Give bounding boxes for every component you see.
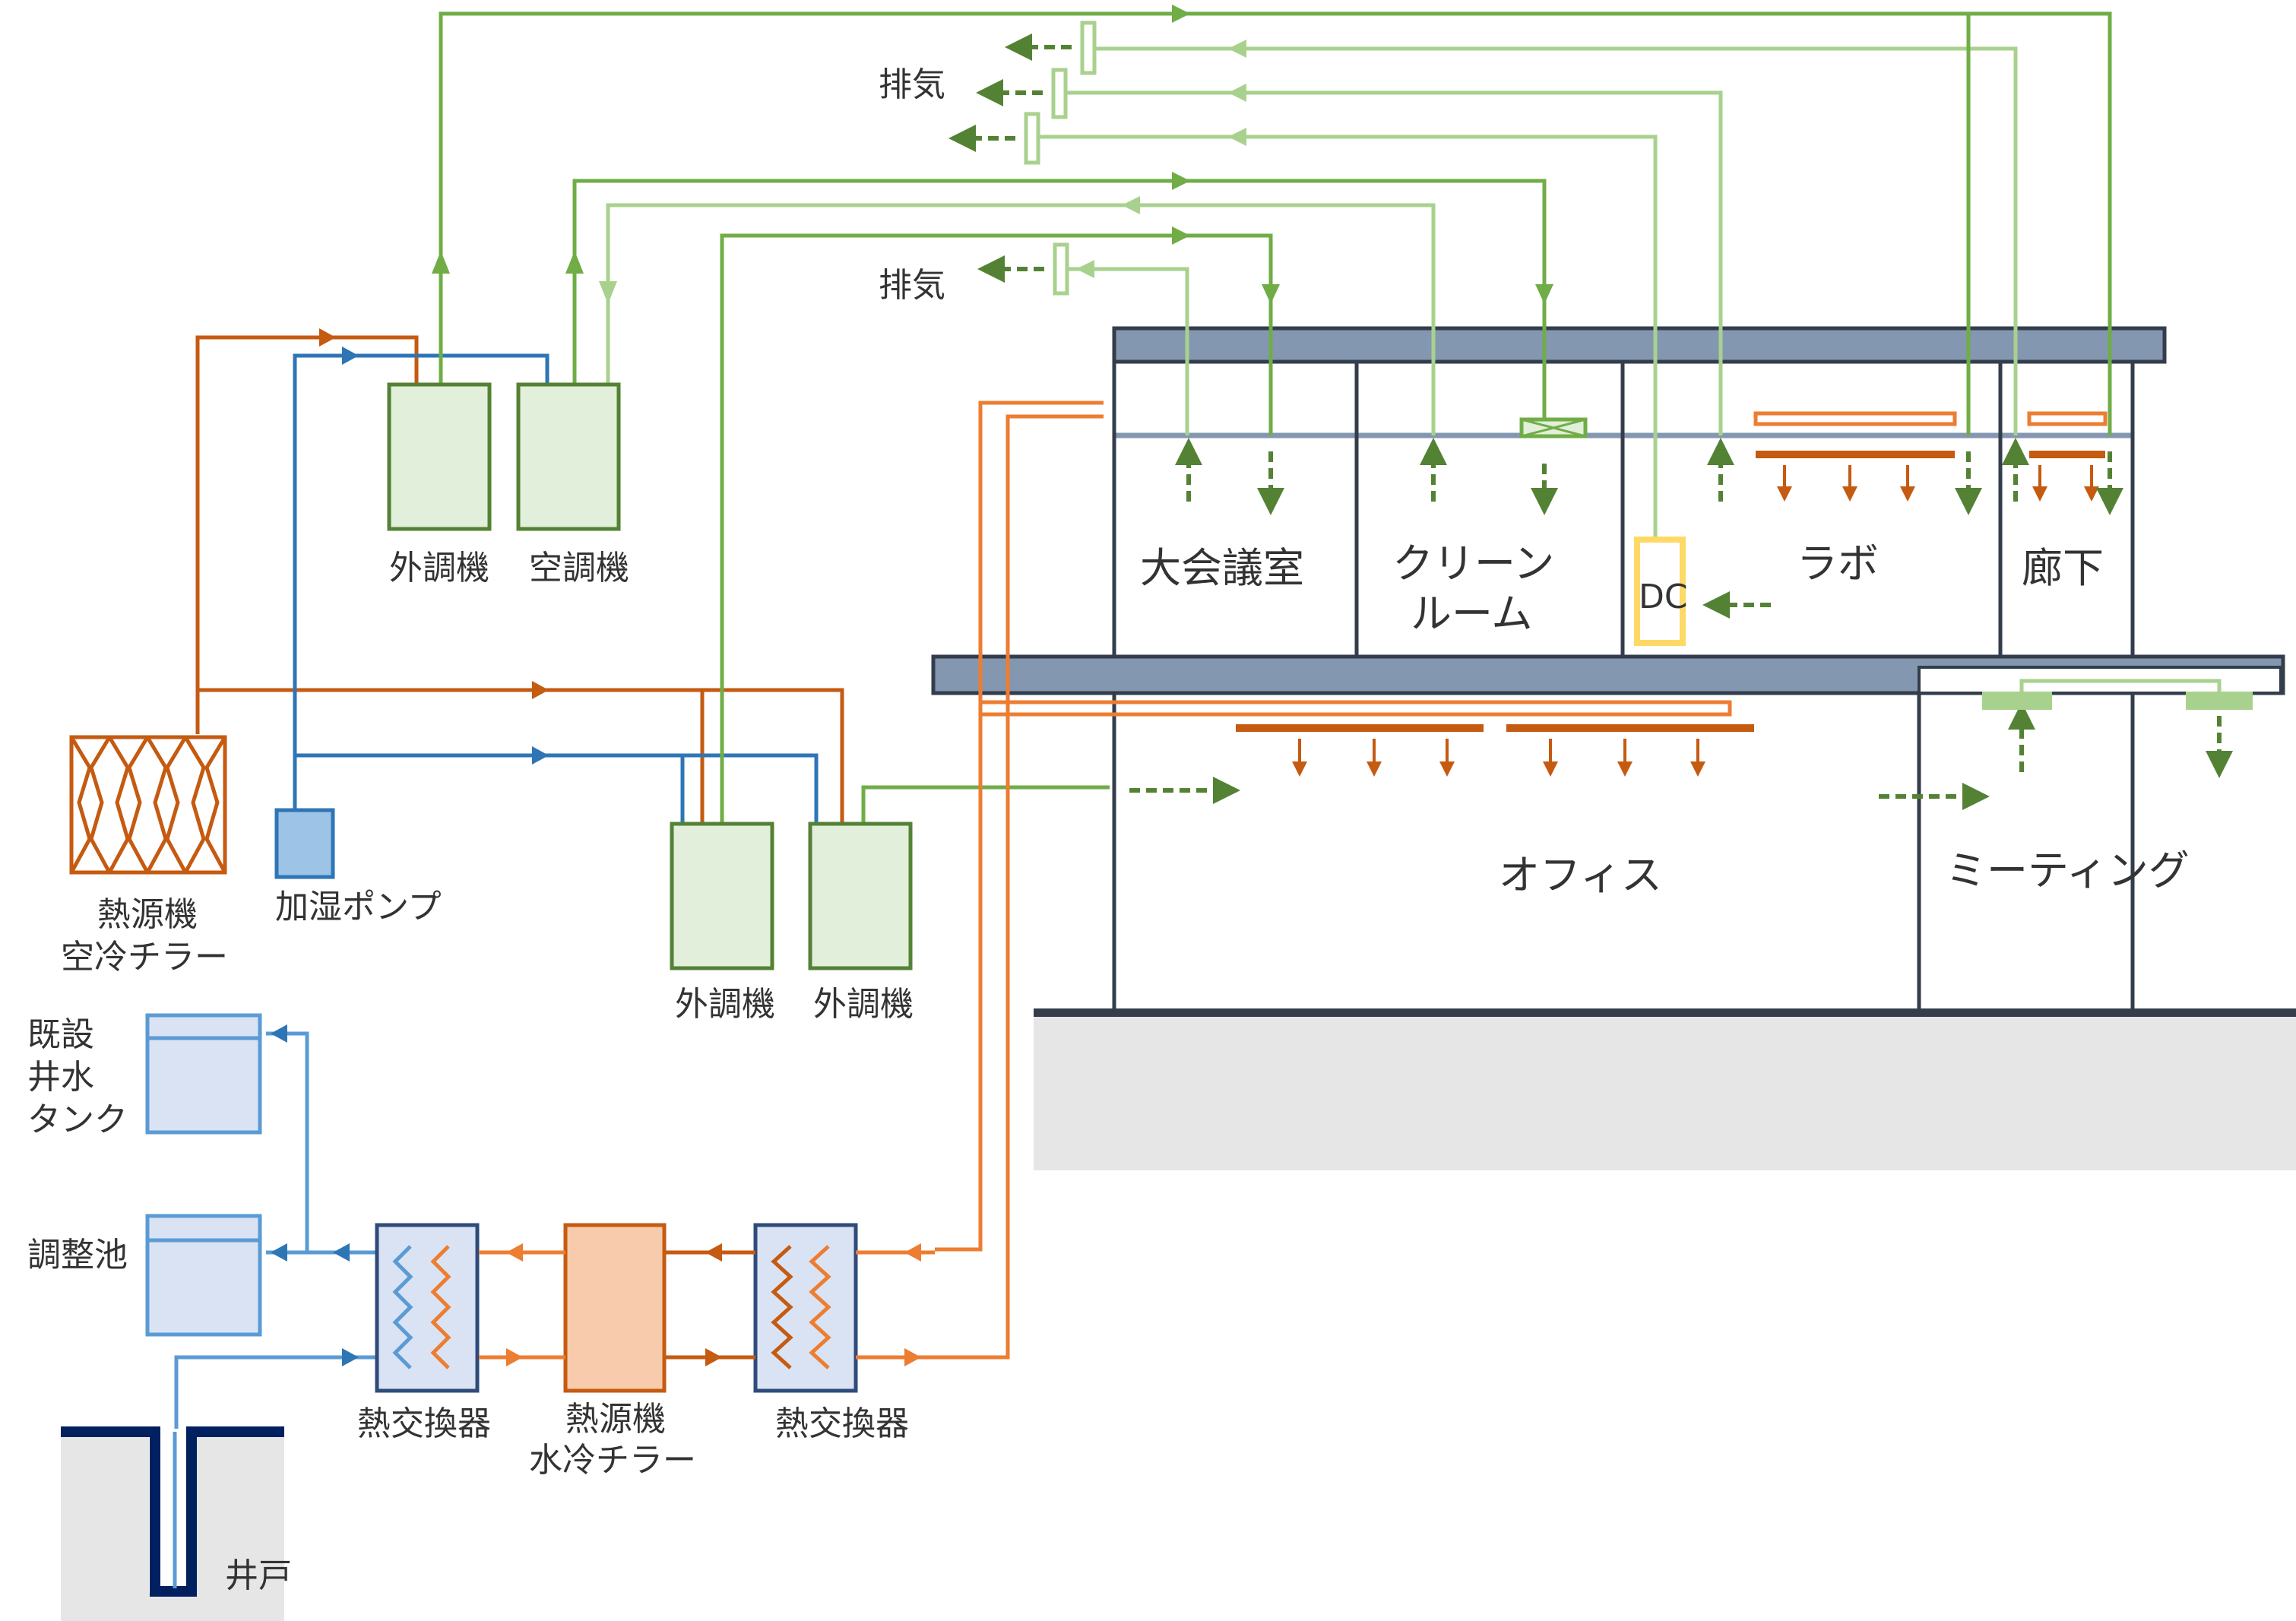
return-arrows [599,40,1246,304]
room-meeting: ミーティング [1946,847,2190,894]
hot-water-pipes-air-chiller [195,328,844,822]
radiant-panels [1236,411,2108,732]
exhaust-dampers [1024,21,1097,296]
oau-2-label: 外調機 [675,985,775,1024]
oau-1-label: 外調機 [389,549,489,587]
room-dc: DC [1639,578,1688,616]
return-air-ducts [606,14,2018,547]
existing-tank-label-1: 既設 [27,1015,94,1054]
hx-2-label: 熱交換器 [775,1404,909,1443]
existing-tank [145,1013,262,1135]
heat-source-air-label: 熱源機 [97,895,198,934]
labels: 排気 排気 外調機 空調機 外調機 外調機 熱源機 空冷チラー 加湿ポンプ 既設… [27,65,2190,1595]
oau-3-box [808,822,913,970]
oau-2-box [670,822,774,970]
room-clean-1: クリーン [1392,540,1554,587]
regulating-pond-box [145,1214,262,1337]
dc-unit [1634,537,1686,646]
chiller-loop-pipes [479,1250,935,1360]
humidifier-pipes [293,347,819,822]
ahu-1-label: 空調機 [529,549,629,587]
water-chiller-box [563,1223,667,1393]
roof-slab [1112,326,2167,364]
meeting-diffusers [1982,679,2253,710]
water-chiller-label: 水冷チラー [529,1441,696,1480]
exhaust-label-top: 排気 [879,65,945,104]
supply-arrows [432,5,1553,304]
exhaust-arrows [948,33,1072,283]
floor-heating-pipes [935,401,1732,1360]
heat-source-water-label: 熱源機 [565,1400,666,1439]
well-water-arrows [271,1024,359,1366]
humidifier-pump-label: 加湿ポンプ [275,888,442,926]
room-airflow-arrows [1129,438,2233,810]
well-label: 井戸 [225,1556,292,1595]
ahu-1-box [516,382,621,531]
air-chiller-icon [69,735,227,875]
air-chiller-label: 空冷チラー [61,938,228,977]
ground [1034,1012,2296,1170]
clean-room-filter [1519,417,1588,438]
ground-line [1034,1008,2296,1017]
room-lab: ラボ [1797,540,1879,587]
room-office: オフィス [1499,851,1662,899]
tanks [145,1013,262,1337]
room-conference: 大会議室 [1140,544,1304,592]
heat-exchanger-2 [753,1223,858,1393]
well [61,1426,284,1621]
oau-3-label: 外調機 [813,985,914,1024]
walls [1112,362,2135,1011]
humidifier-pump-box [274,808,335,879]
exhaust-label-mid: 排気 [879,266,945,305]
room-corridor: 廊下 [2022,544,2104,592]
building [931,326,2296,1170]
oau-1-box [387,382,492,531]
room-clean-2: ルーム [1411,590,1532,638]
regulating-pond-label: 調整池 [27,1236,128,1274]
chiller-loop-arrows [506,1243,921,1366]
existing-tank-label-2: 井水 [27,1058,94,1097]
radiant-heat-arrows [1292,465,2099,777]
hx-1-label: 熱交換器 [357,1404,491,1443]
air-units [387,382,913,970]
existing-tank-label-3: タンク [27,1100,128,1139]
heat-exchanger-1 [375,1223,480,1393]
